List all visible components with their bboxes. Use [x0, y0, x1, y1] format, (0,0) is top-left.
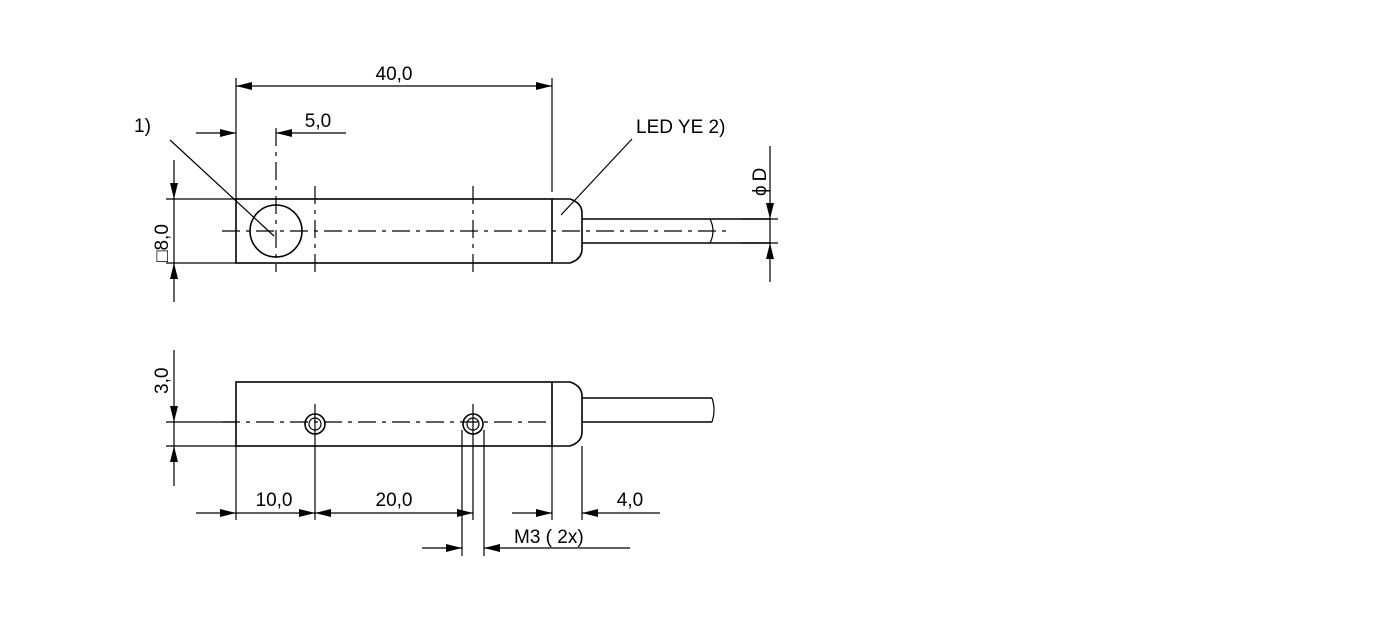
dim-cable-label: 4,0	[617, 490, 643, 511]
cable-bushing-top	[552, 198, 583, 264]
dim-diameter-label: ϕD	[750, 168, 771, 196]
dim-hole1-label: 10,0	[256, 490, 293, 511]
dim-thread-label: M3 ( 2x)	[514, 527, 584, 548]
cable-break-side	[711, 397, 715, 423]
dim-offset-label: 5,0	[305, 111, 331, 132]
sensor-body-side	[235, 381, 553, 447]
leader-note1	[169, 139, 275, 237]
dim-spacing-label: 20,0	[376, 490, 413, 511]
callout-led: LED YE 2)	[636, 117, 725, 138]
dim-height-label: □8,0	[152, 224, 173, 262]
leader-led	[560, 138, 633, 216]
dim-thickness-label: 3,0	[152, 368, 173, 394]
top-view: 40,0 5,0 1) □8,0 LED YE 2) ϕD	[134, 64, 778, 302]
callout-note1: 1)	[134, 116, 151, 137]
cable-bushing-side	[552, 381, 583, 447]
dim-length-label: 40,0	[376, 64, 413, 85]
side-view: 3,0 10,0 20,0 4,0 M3 ( 2x)	[152, 350, 715, 556]
